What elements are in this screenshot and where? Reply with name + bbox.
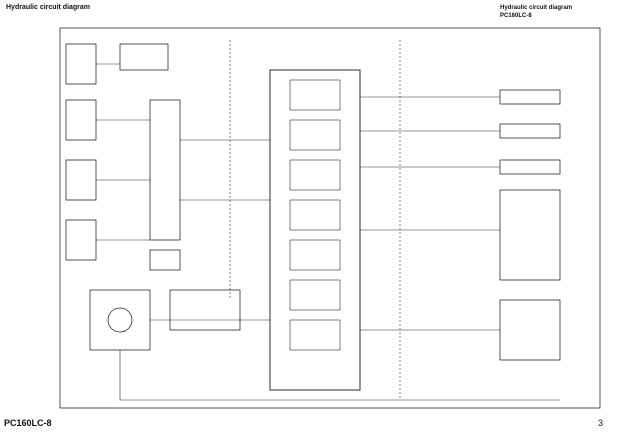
pump-controller-box	[169, 289, 241, 331]
control-valve-spool-3	[289, 159, 341, 191]
control-valve-spool-6	[289, 279, 341, 311]
page-number: 3	[598, 418, 604, 428]
epc-valve-symbol	[65, 43, 97, 85]
line-13	[119, 350, 560, 401]
arm-cylinder-symbol	[499, 123, 561, 139]
left-solenoid-valve-block	[65, 43, 97, 261]
solenoid-valve-lower	[149, 249, 181, 271]
ppc-valve-symbol-2	[65, 159, 97, 201]
boom-cylinder-symbol	[499, 159, 561, 175]
swing-motor-symbol	[499, 299, 561, 361]
main-control-valve	[269, 69, 361, 391]
solenoid-valve-box	[119, 43, 169, 71]
control-valve-spool-1	[289, 79, 341, 111]
right-actuators	[499, 89, 561, 361]
main-pump-symbol	[89, 289, 151, 351]
control-valve-spool-4	[289, 199, 341, 231]
pump-circle-symbol	[107, 307, 133, 333]
model-name-right: PC160LC-8	[500, 13, 532, 19]
control-valve-spool-5	[289, 239, 341, 271]
travel-motor-symbol	[499, 189, 561, 281]
solenoid-valve-stack	[149, 99, 181, 241]
page-title: Hydraulic circuit diagram	[6, 4, 91, 11]
model-name: PC160LC-8	[4, 418, 52, 428]
ppc-valve-symbol-1	[65, 99, 97, 141]
left-valve-column	[119, 43, 181, 271]
page-title-right: Hydraulic circuit diagram PC160LC-8	[500, 4, 572, 20]
schematic-frame	[59, 27, 601, 409]
hydraulic-lines	[96, 40, 560, 401]
page-title-right-text: Hydraulic circuit diagram	[500, 5, 573, 11]
control-valve-spool-7	[289, 319, 341, 351]
bucket-cylinder-symbol	[499, 89, 561, 105]
ppc-valve-symbol-3	[65, 219, 97, 261]
control-valve-spool-2	[289, 119, 341, 151]
